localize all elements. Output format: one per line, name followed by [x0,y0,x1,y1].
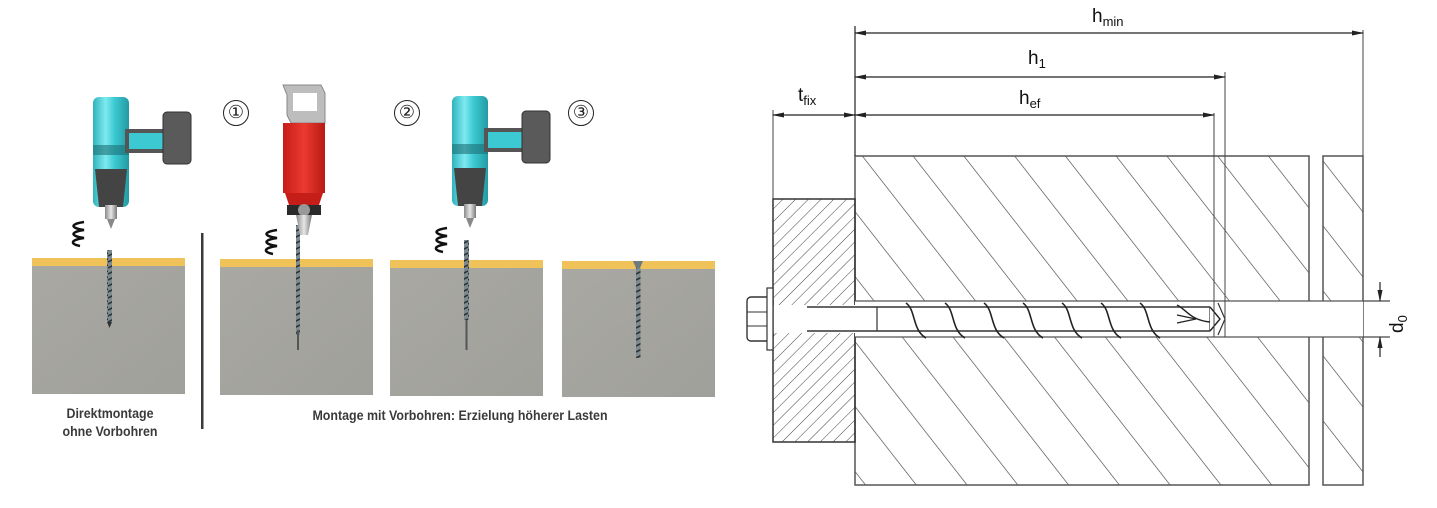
label-t-fix-sub: fix [803,93,817,108]
anchor-dimension-drawing [746,26,1390,486]
label-d-0-sub: 0 [1395,315,1410,323]
label-h-1-sub: 1 [1038,56,1046,71]
caption-direct-mount: Direktmontage ohne Vorbohren [36,405,183,441]
caption-predrill: Montage mit Vorbohren: Erzielung höherer… [312,408,608,423]
rotation-arrow-icon [264,228,278,256]
panel-screw-in [390,240,543,396]
installation-illustration [32,84,715,429]
rotation-arrow-icon [71,220,85,248]
label-t-fix: tfix [798,85,816,108]
label-h-ef-sub: ef [1029,96,1041,111]
screw [636,268,641,358]
screw-head [633,261,643,268]
hammer-drill-icon [282,84,326,235]
label-h-ef: hef [1019,88,1040,111]
installation-steps-figure: ① ② ③ Direktmontage ohne Vorbohren Monta… [32,84,715,441]
label-h-ef-base: h [1019,88,1030,109]
screw [107,250,112,322]
step-number-3: ③ [568,100,594,126]
panel-predrill [220,225,373,395]
divider [201,233,204,429]
rotation-arrow-icon [434,226,448,254]
label-h-1: h1 [1028,48,1046,71]
step-number-2: ② [394,100,420,126]
cordless-driver-icon [93,97,192,229]
label-d-0-base: d [1387,322,1408,333]
label-h-min-base: h [1092,6,1103,27]
label-h-min: hmin [1092,6,1124,29]
step-number-1: ① [223,100,249,126]
drill-hole [465,320,468,350]
drill-hole [297,330,299,350]
caption-direct-line1: Direktmontage [66,406,154,421]
technical-drawing: hmin h1 hef tfix d0 [740,0,1437,508]
label-t-fix-base: t [798,85,804,106]
drill-bit [296,225,300,335]
panel-direct-mount [32,250,185,394]
label-h-1-base: h [1028,48,1039,69]
panel-installed [562,261,715,397]
concrete-screw [746,287,1226,351]
label-d-0: d0 [1387,315,1410,333]
label-h-min-sub: min [1102,14,1124,29]
caption-direct-line2: ohne Vorbohren [62,424,158,439]
cordless-driver-icon [452,96,551,228]
screw [464,240,469,320]
screw-washer [766,287,774,351]
